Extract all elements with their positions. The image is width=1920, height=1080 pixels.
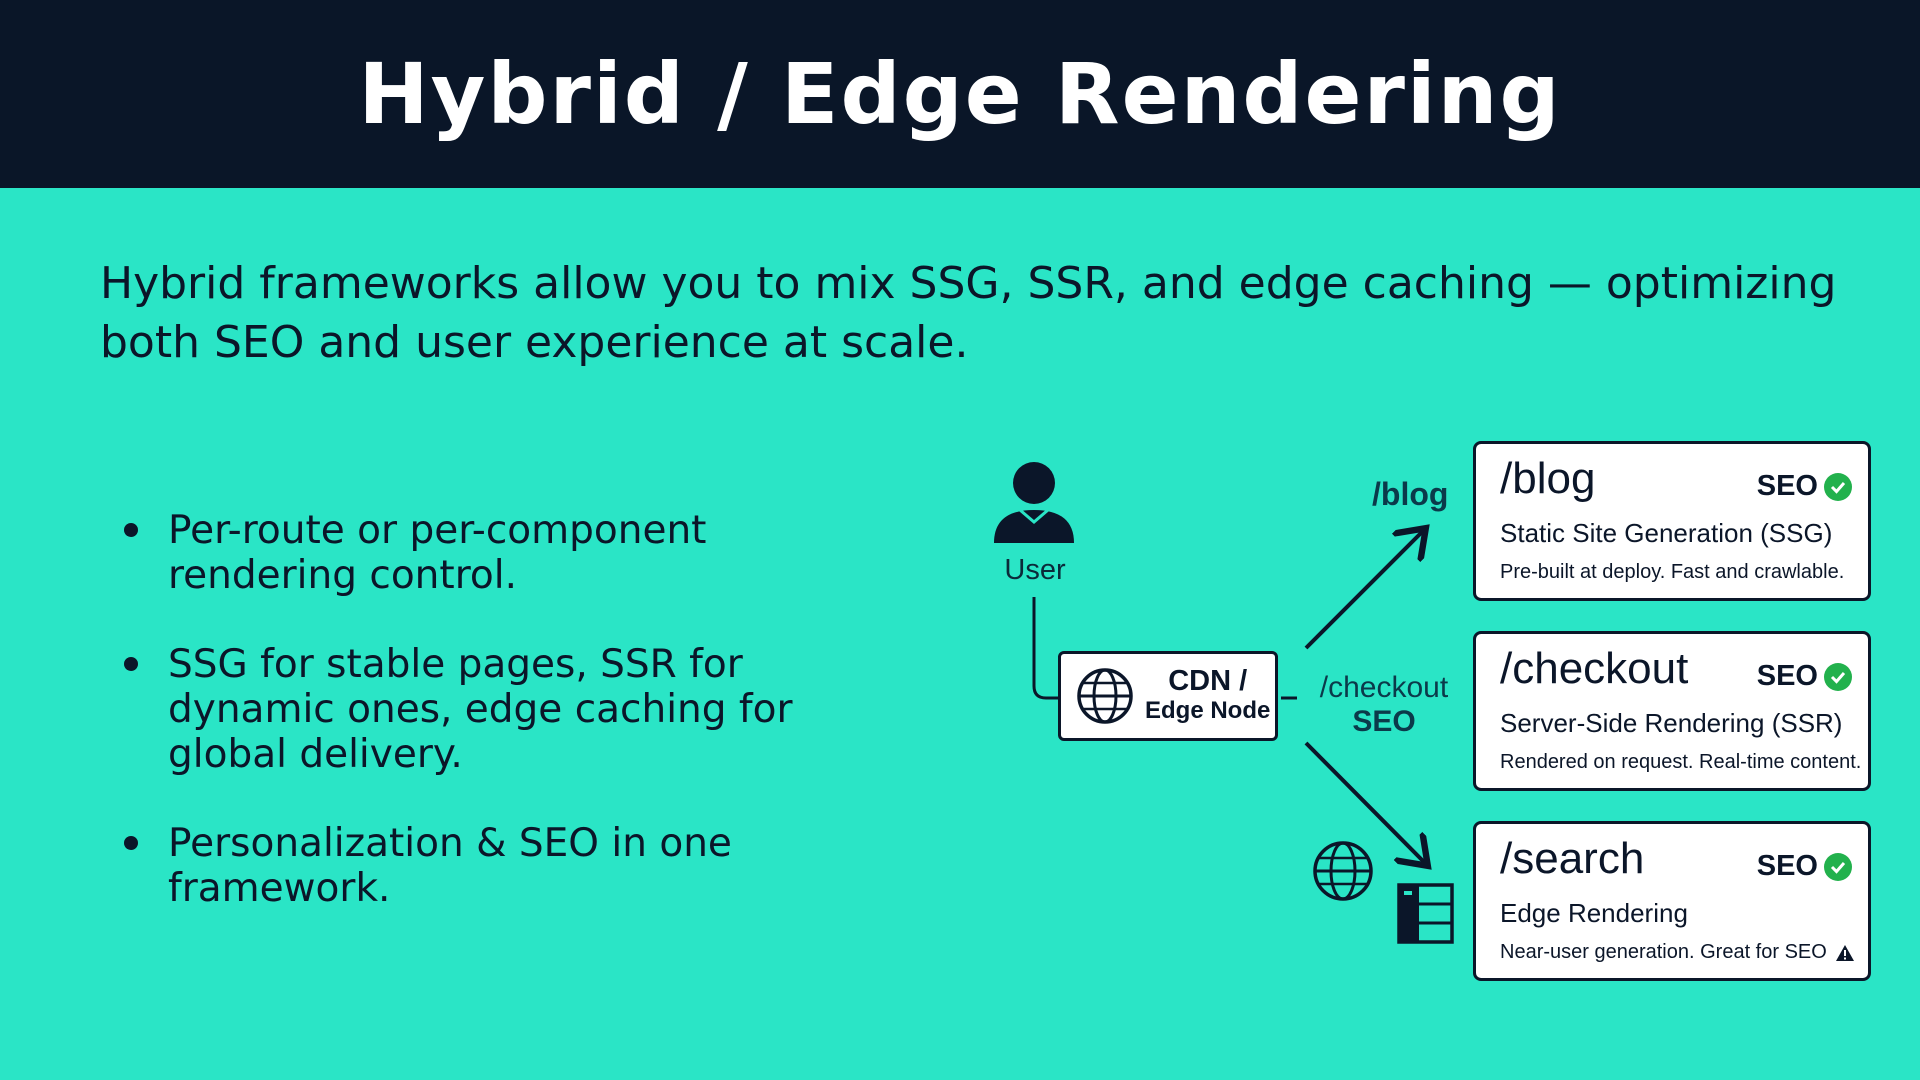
cdn-edge-node-box: CDN / Edge Node xyxy=(1058,651,1278,741)
route-path: /blog xyxy=(1500,454,1596,503)
user-icon xyxy=(994,462,1074,543)
rendering-mode: Static Site Generation (SSG) xyxy=(1500,518,1833,548)
route-card-blog: /blog SEO Static Site Generation (SSG) P… xyxy=(1473,441,1871,601)
bullet-text: SSG for stable pages, SSR for dynamic on… xyxy=(168,642,793,777)
warning-icon xyxy=(1835,944,1854,961)
rendering-mode: Server-Side Rendering (SSR) xyxy=(1500,708,1843,738)
seo-badge: SEO xyxy=(1757,470,1852,503)
user-label: User xyxy=(1004,554,1066,586)
edge-label-checkout-seo: SEO xyxy=(1352,705,1416,738)
check-icon xyxy=(1824,472,1852,501)
bullet-dot xyxy=(124,657,138,671)
route-description: Rendered on request. Real-time content. xyxy=(1500,751,1861,774)
seo-badge: SEO xyxy=(1757,850,1852,883)
bullet-item: SSG for stable pages, SSR for dynamic on… xyxy=(120,642,800,777)
bullet-dot xyxy=(124,523,138,537)
seo-badge: SEO xyxy=(1757,660,1852,693)
user-connector-line xyxy=(1032,597,1060,700)
arrow-to-blog xyxy=(1304,531,1423,650)
check-icon xyxy=(1824,662,1852,691)
route-path: /search xyxy=(1500,834,1645,883)
check-icon xyxy=(1824,852,1852,881)
bullet-item: Personalization & SEO in one framework. xyxy=(120,821,800,911)
cdn-label: CDN / Edge Node xyxy=(1145,666,1270,726)
arrow-to-search xyxy=(1304,741,1425,863)
route-description: Pre-built at deploy. Fast and crawlable. xyxy=(1500,561,1844,584)
bullet-text: Personalization & SEO in one framework. xyxy=(168,821,732,911)
page-title: Hybrid / Edge Rendering xyxy=(358,45,1562,143)
intro-paragraph: Hybrid frameworks allow you to mix SSG, … xyxy=(100,258,1837,368)
bullet-text: Per-route or per-component rendering con… xyxy=(168,508,707,598)
globe-icon xyxy=(1313,841,1373,901)
route-card-checkout: /checkout SEO Server-Side Rendering (SSR… xyxy=(1473,631,1871,791)
bullet-item: Per-route or per-component rendering con… xyxy=(120,508,800,598)
edge-label-checkout-path: /checkout xyxy=(1319,671,1449,704)
bullet-dot xyxy=(124,836,138,850)
seo-label: SEO xyxy=(1756,660,1818,692)
rendering-mode: Edge Rendering xyxy=(1500,898,1688,928)
edge-label-checkout: /checkout SEO xyxy=(1304,671,1464,739)
cdn-label-line1: CDN / xyxy=(1168,665,1248,697)
route-description: Near-user generation. Great for SEO xyxy=(1500,941,1855,964)
route-description-text: Pre-built at deploy. Fast and crawlable. xyxy=(1500,561,1845,583)
route-description-text: Near-user generation. Great for SEO xyxy=(1500,941,1827,963)
route-description-text: Rendered on request. Real-time content. xyxy=(1500,751,1862,773)
edge-label-blog: /blog xyxy=(1372,476,1449,512)
route-path: /checkout xyxy=(1500,644,1689,693)
title-bar: Hybrid / Edge Rendering xyxy=(0,0,1920,188)
seo-label: SEO xyxy=(1756,850,1818,882)
server-icon xyxy=(1397,883,1454,944)
globe-icon xyxy=(1077,668,1133,724)
cdn-label-line2: Edge Node xyxy=(1145,697,1271,724)
bullet-list: Per-route or per-component rendering con… xyxy=(120,508,800,955)
seo-label: SEO xyxy=(1756,470,1818,502)
route-card-search: /search SEO Edge Rendering Near-user gen… xyxy=(1473,821,1871,981)
